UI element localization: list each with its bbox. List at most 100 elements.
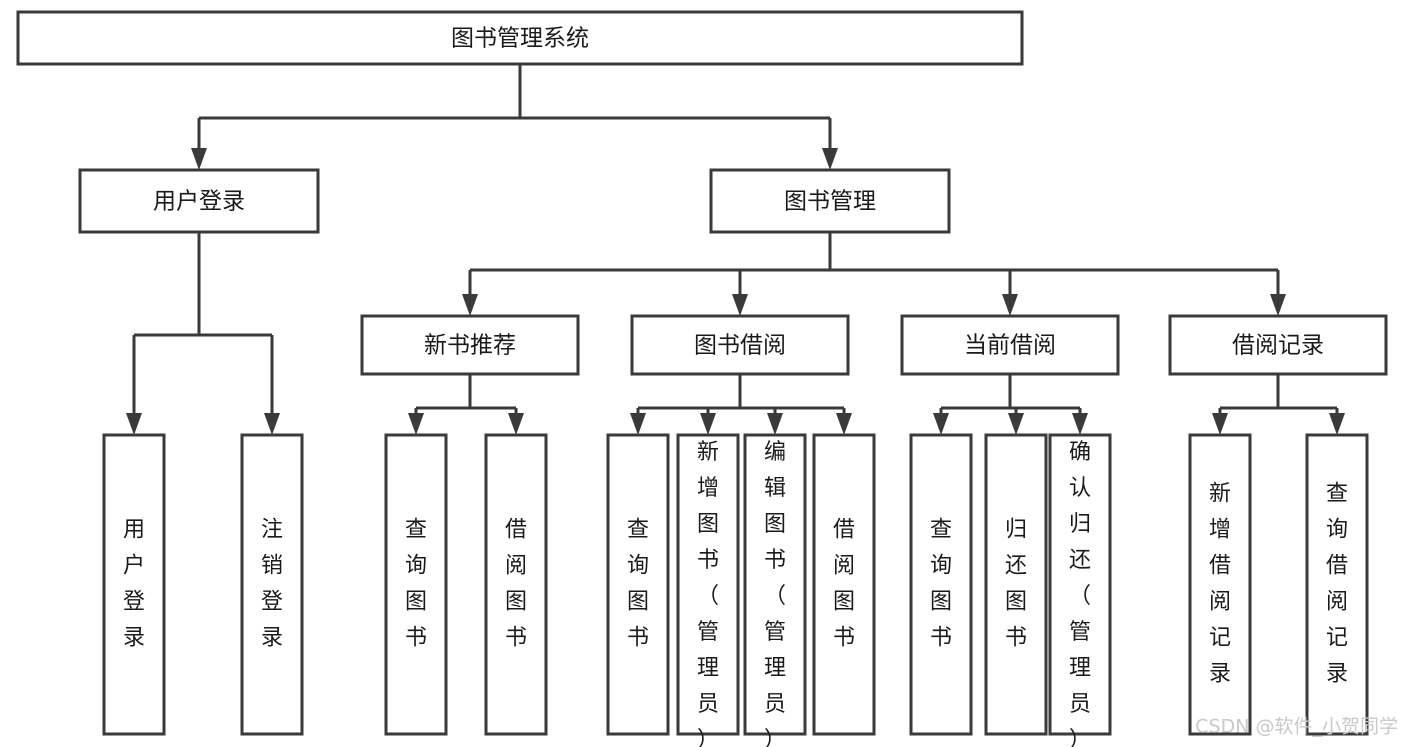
node-box-rect: [606, 433, 670, 736]
arrow-head-icon: [1212, 413, 1228, 435]
node-box-rect: [384, 433, 448, 736]
arrow-head-icon: [1329, 413, 1345, 435]
node-box-rect: [1188, 433, 1252, 736]
node-label: 图书管理: [784, 189, 876, 215]
node-label-char: 询: [405, 554, 427, 579]
edge-group-current-borrow: [933, 374, 1088, 435]
node-label-char: 增: [1209, 518, 1231, 543]
node-label-char: 编: [764, 440, 786, 465]
node-box-rect: [709, 168, 951, 234]
node-label-char: 借: [505, 518, 527, 543]
node-label-char: 销: [261, 554, 283, 579]
node-label-char: 录: [1326, 662, 1348, 687]
node-label: 图书借阅: [694, 333, 786, 359]
node-label-char: 图: [627, 590, 649, 615]
node-box-rect: [484, 433, 548, 736]
node-label-char: （: [697, 584, 719, 609]
node-label-char: 录: [123, 626, 145, 651]
node-box-rect: [78, 168, 320, 234]
node-label-char: 书: [697, 548, 719, 573]
node-new-book-recommend[interactable]: 新书推荐: [360, 314, 580, 376]
node-label-char: 认: [1069, 476, 1091, 501]
node-label-char: 管: [1069, 620, 1091, 645]
node-label-char: 查: [930, 518, 952, 543]
node-box-rect: [360, 314, 580, 376]
arrow-head-icon: [508, 413, 524, 435]
arrow-head-icon: [836, 413, 852, 435]
node-label-char: 书: [627, 626, 649, 651]
node-label-char: 书: [505, 626, 527, 651]
node-borrow-records[interactable]: 借阅记录: [1168, 314, 1388, 376]
node-label-char: 理: [764, 656, 786, 681]
node-label-char: 阅: [833, 554, 855, 579]
node-label-char: 员: [764, 692, 786, 717]
node-label-char: 询: [1326, 518, 1348, 543]
node-label-char: 增: [697, 476, 719, 501]
node-box-rect: [1305, 433, 1369, 736]
node-label-char: 阅: [1209, 590, 1231, 615]
node-label-char: 查: [627, 518, 649, 543]
edge-group-new-book-recommend: [408, 374, 524, 435]
edge-group-book-borrow: [630, 374, 852, 435]
node-leaf-user-login[interactable]: 用户登录: [102, 433, 166, 736]
edge-group-borrow-records: [1212, 374, 1345, 435]
node-label-char: 图: [405, 590, 427, 615]
arrow-head-icon: [408, 413, 424, 435]
node-label-char: 记: [1326, 626, 1348, 651]
arrow-head-icon: [1008, 413, 1024, 435]
node-label-char: 书: [930, 626, 952, 651]
node-label-char: （: [764, 584, 786, 609]
node-book-borrow[interactable]: 图书借阅: [630, 314, 850, 376]
node-label-char: 登: [123, 590, 145, 615]
node-label-char: ）: [764, 728, 786, 747]
node-box-rect: [900, 314, 1120, 376]
node-label-char: 借: [1326, 554, 1348, 579]
node-box-rect: [909, 433, 973, 736]
node-label-char: 录: [261, 626, 283, 651]
node-label-char: 图: [505, 590, 527, 615]
node-label-char: 归: [1069, 512, 1091, 537]
node-label-char: 归: [1005, 518, 1027, 543]
arrow-head-icon: [126, 413, 142, 435]
node-label-char: 员: [1069, 692, 1091, 717]
node-user-login[interactable]: 用户登录: [78, 168, 320, 234]
connector-edges-layer: [126, 64, 1345, 435]
node-current-borrow[interactable]: 当前借阅: [900, 314, 1120, 376]
arrow-head-icon: [1270, 294, 1286, 316]
node-label-char: （: [1069, 584, 1091, 609]
csdn-watermark: CSDN @软件_小贺同学: [1195, 716, 1398, 738]
node-label-char: 还: [1069, 548, 1091, 573]
node-root[interactable]: 图书管理系统: [16, 10, 1024, 66]
node-label-char: 确: [1069, 440, 1091, 465]
edge-group-user-login: [126, 232, 280, 435]
node-book-management[interactable]: 图书管理: [709, 168, 951, 234]
node-label-char: ）: [1069, 728, 1091, 747]
node-label-char: 员: [697, 692, 719, 717]
arrow-head-icon: [822, 148, 838, 170]
node-label-char: 新: [1209, 482, 1231, 507]
node-label-char: 登: [261, 590, 283, 615]
node-label-char: 图: [1005, 590, 1027, 615]
node-label-char: 新: [697, 440, 719, 465]
node-label-char: 书: [1005, 626, 1027, 651]
node-label-char: 询: [930, 554, 952, 579]
node-label-char: 图: [930, 590, 952, 615]
node-label-char: 户: [123, 554, 145, 579]
node-label: 用户登录: [153, 189, 245, 215]
node-label-char: 图: [764, 512, 786, 537]
node-box-rect: [984, 433, 1048, 736]
node-box-rect: [1168, 314, 1388, 376]
